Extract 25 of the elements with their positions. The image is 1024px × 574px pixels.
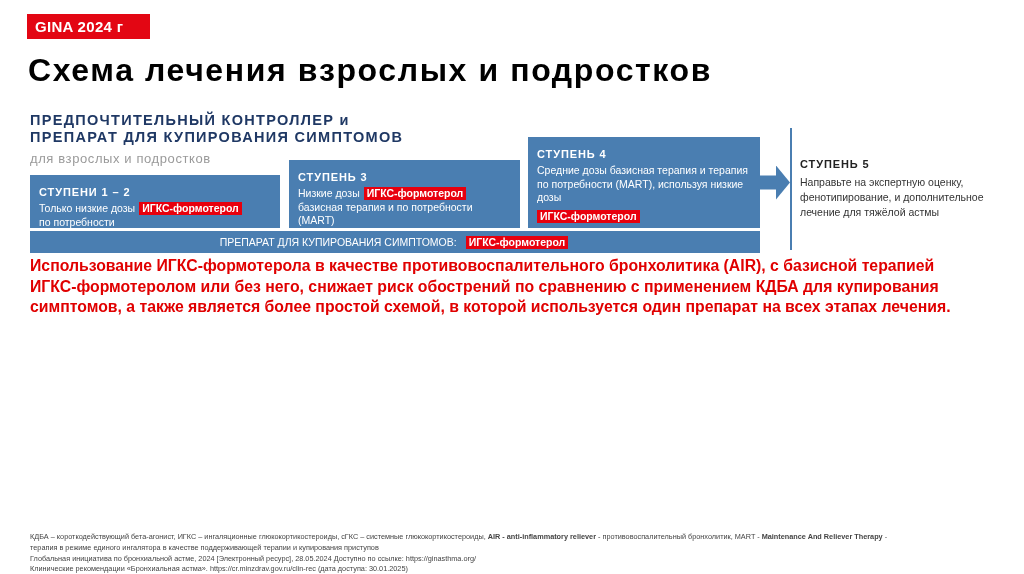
step-description: Только низкие дозы <box>39 202 136 214</box>
step-box <box>30 175 280 228</box>
step-title: СТУПЕНЬ 4 <box>537 148 607 161</box>
step-box <box>289 160 520 228</box>
bar-label: ПРЕПАРАТ ДЛЯ КУПИРОВАНИЯ СИМПТОМОВ: <box>219 235 457 248</box>
slide-title: Схема лечения взрослых и подростков <box>28 51 712 89</box>
step-title: СТУПЕНЬ 5 <box>800 158 870 171</box>
step-title: СТУПЕНИ 1 – 2 <box>39 186 131 199</box>
step-title: СТУПЕНЬ 3 <box>298 171 368 184</box>
step-description: Низкие дозы <box>298 187 360 199</box>
guideline-tag: GINA 2024 г <box>27 14 150 39</box>
subheading: для взрослых и подростков <box>30 151 211 166</box>
drug-highlight: ИГКС-формотерол <box>139 202 242 215</box>
key-message: Использование ИГКС-формотерола в качестве противовоспалительного бронхолитика (AIR), с базисной терапией ИГКС-формотеролом или без него, снижает риск обострений по сравнению с применением КДБА для купирования симптомов, а также является более простой схемой, в которой используется один препарат на всех этапах лечения. <box>30 256 952 317</box>
drug-highlight: ИГКС-формотерол <box>363 187 467 200</box>
drug-highlight: ИГКС-формотерол <box>465 235 569 249</box>
step-box <box>528 137 760 228</box>
step-description: Средние дозы базисная терапия и терапия по потребности (MART), используя низкие дозы <box>537 164 748 203</box>
step-description: Направьте на экспертную оценку, фенотипирование, и дополнительное лечение для тяжёлой астмы <box>800 176 984 218</box>
arrow <box>760 165 790 200</box>
step-description: базисная терапия и по потребности (MART) <box>298 200 474 228</box>
section-heading: ПРЕДПОЧТИТЕЛЬНЫЙ КОНТРОЛЛЕР и ПРЕПАРАТ ДЛЯ КУПИРОВАНИЯ СИМПТОМОВ <box>30 112 405 146</box>
drug-highlight: ИГКС-формотерол <box>537 209 640 223</box>
step-description: по потребности <box>39 215 116 229</box>
reliever-bar <box>30 231 760 253</box>
